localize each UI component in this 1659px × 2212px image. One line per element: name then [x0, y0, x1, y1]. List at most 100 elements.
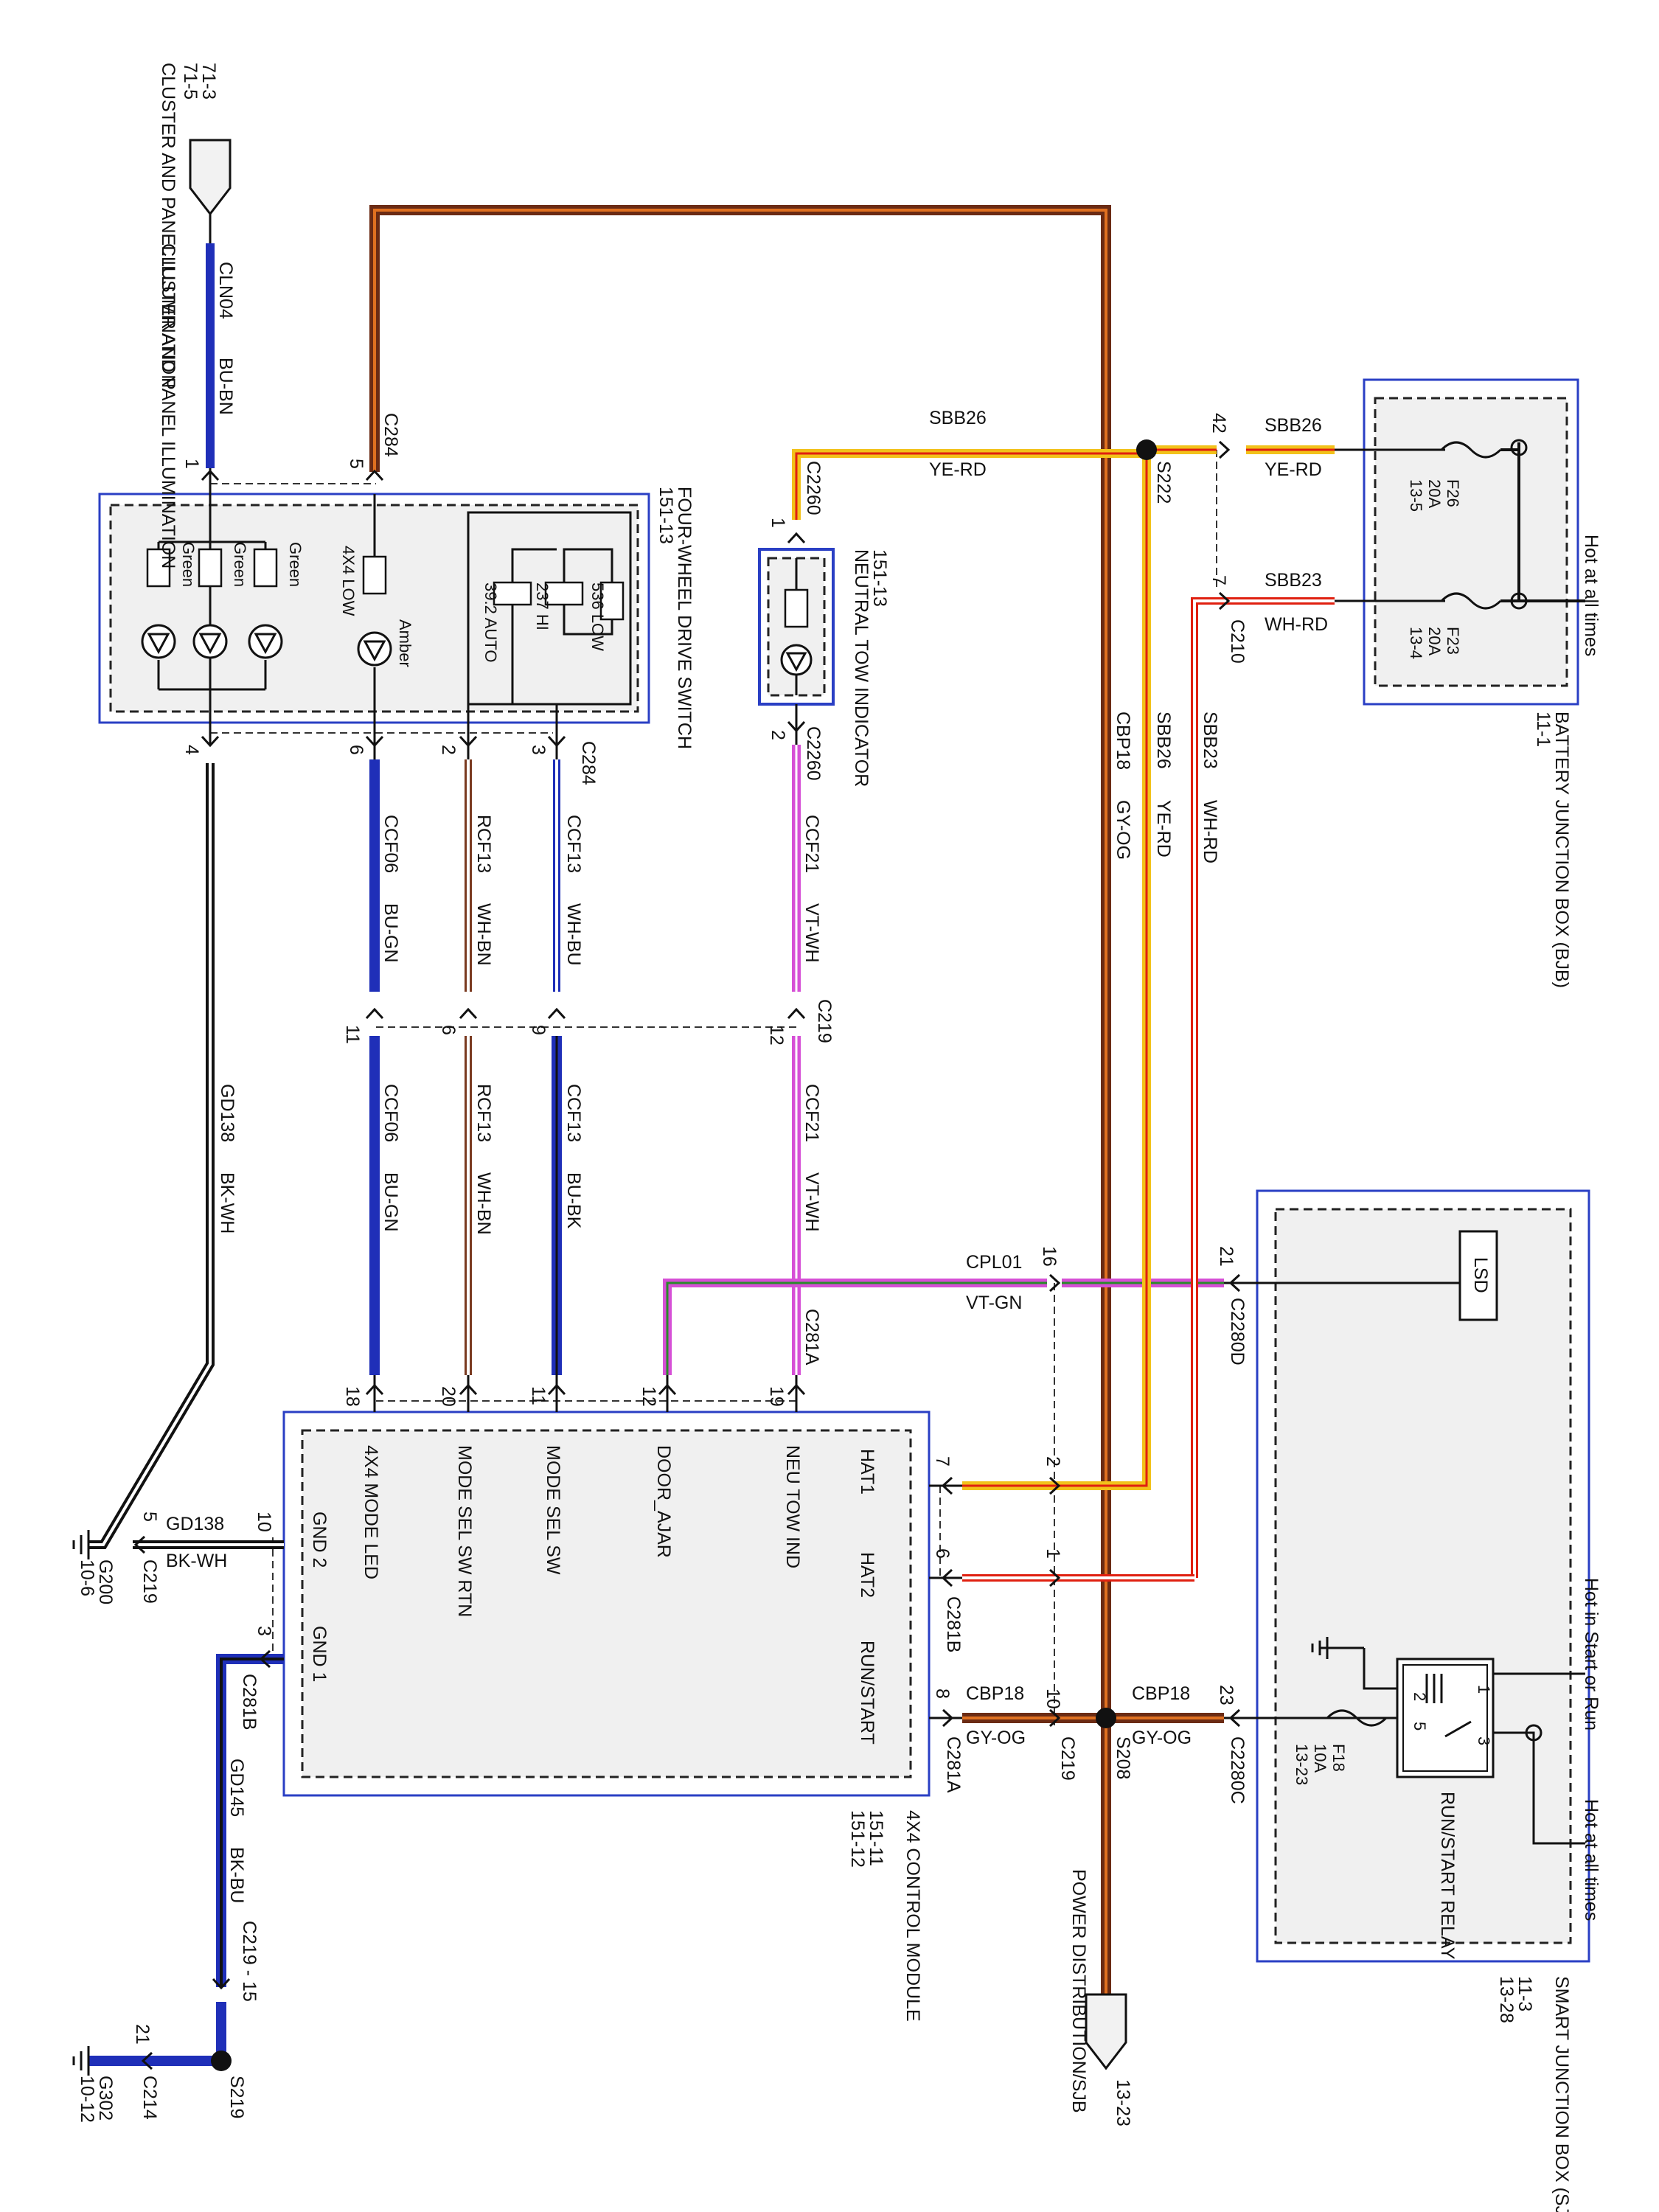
module-pin-neu: NEU TOW IND [782, 1445, 803, 1568]
label-ccf21-b: CCF21 [801, 1084, 822, 1142]
arrow [547, 1008, 566, 1020]
neutral-tow-led [780, 558, 813, 695]
g200-page: 10-6 [77, 1559, 97, 1596]
sjb-inner [1274, 1208, 1572, 1944]
label-sbb26-bjb-color: YE-RD [1265, 459, 1322, 480]
neutral-tow-name: NEUTRAL TOW INDICATOR [851, 549, 872, 787]
module-pin-gnd1: GND 1 [309, 1626, 330, 1682]
pin-run-8: 8 [932, 1688, 953, 1699]
module-pin-door: DOOR_AJAR [653, 1445, 674, 1558]
label-rcf13-b-color: WH-BN [473, 1172, 494, 1235]
label-cln04-color: BU-BN [215, 358, 236, 415]
label-gd138-module-color: BK-WH [166, 1551, 227, 1571]
wire-sbb26 [792, 449, 1151, 1490]
label-c284-bottom: C284 [578, 741, 599, 785]
bottom-ref-title: POWER DISTRIBUTION/SJB [1068, 1869, 1089, 2113]
label-sbb26-bjb: SBB26 [1265, 415, 1322, 436]
top-ref-page-1: 71-3 [198, 63, 219, 100]
module-name: 4X4 CONTROL MODULE [902, 1810, 923, 2022]
fuse-f26-id: F26 [1444, 479, 1462, 507]
label-c219-gnd: C219 [139, 1559, 160, 1604]
module-page-2: 151-12 [847, 1810, 868, 1868]
pin-12: 12 [639, 1386, 659, 1407]
arrow [787, 532, 806, 544]
arrow [365, 1008, 384, 1020]
label-sbb26-vert-color: YE-RD [1153, 800, 1174, 858]
g302-id: G302 [95, 2076, 116, 2121]
led-green-2 [141, 542, 176, 689]
top-ref-title: CLUSTER AND PANEL ILLUMINATION [158, 63, 178, 388]
sjb-page-2: 13-28 [1496, 1976, 1517, 2023]
bjb-page: 11-1 [1533, 712, 1554, 747]
pin-18: 18 [342, 1386, 363, 1407]
label-c2260-bottom: C2260 [803, 726, 824, 781]
splice-s208 [1096, 1708, 1116, 1728]
sjb-lsd: LSD [1470, 1257, 1491, 1293]
sjb-fuse-id: F18 [1329, 1744, 1348, 1772]
sjb-fuse-f18 [1326, 1709, 1388, 1727]
label-ccf06-b: CCF06 [380, 1084, 401, 1142]
pin-1: 1 [181, 459, 202, 469]
module-page-1: 151-11 [866, 1810, 886, 1866]
pin-tow-2: 2 [768, 730, 788, 740]
pin-11: 11 [528, 1386, 549, 1405]
ground-sjb-relay-symbol [1311, 1637, 1364, 1659]
four-wheel-switch-page: 151-13 [655, 487, 676, 544]
pin-hat2-6: 6 [932, 1548, 953, 1559]
pin-23: 23 [1216, 1685, 1237, 1705]
g200-id: G200 [95, 1559, 116, 1604]
led-label-green-3: Green [286, 542, 305, 587]
label-ccf13-b: CCF13 [563, 1084, 584, 1142]
neutral-tow-page: 151-13 [869, 549, 890, 607]
fuse-f23-amp: 20A [1425, 627, 1444, 655]
module-pin-hat1: HAT1 [857, 1449, 877, 1495]
label-gd145: GD145 [226, 1759, 247, 1817]
label-gd145-color: BK-BU [226, 1847, 247, 1903]
pin-5: 5 [346, 459, 366, 469]
label-c284-top: C284 [380, 413, 401, 457]
arrow [459, 1008, 478, 1020]
label-rcf13-a: RCF13 [473, 815, 494, 873]
led-green-1 [192, 548, 228, 659]
label-c281b-right: C281B [943, 1596, 964, 1652]
pin-gnd2-10: 10 [254, 1512, 274, 1532]
label-sbb23-vert-color: WH-RD [1200, 800, 1220, 863]
module-pin-led: 4X4 MODE LED [361, 1445, 381, 1579]
label-cbp18-run: CBP18 [966, 1683, 1024, 1704]
label-c2280d: C2280D [1227, 1298, 1248, 1366]
fuse-f26-page: 13-5 [1407, 479, 1425, 512]
label-rcf13-b: RCF13 [473, 1084, 494, 1142]
label-gd138: GD138 [217, 1084, 237, 1142]
label-237-hi: 237 HI [533, 582, 552, 630]
pin-3: 3 [528, 745, 549, 755]
module-inner [301, 1429, 912, 1778]
label-ccf21-b-color: VT-WH [801, 1172, 822, 1232]
module-pin-gnd2: GND 2 [309, 1512, 330, 1568]
label-ccf21-a: CCF21 [801, 815, 822, 873]
mode-resistors [493, 548, 625, 704]
sjb-fuse-page: 13-23 [1293, 1744, 1311, 1785]
sjb-name: SMART JUNCTION BOX (SJB) [1551, 1976, 1572, 2212]
relay-coil [1425, 1674, 1472, 1738]
label-c219-right: C219 [1057, 1736, 1078, 1781]
label-cbp18-sjb-color: GY-OG [1132, 1728, 1192, 1748]
ground-g302-symbol [72, 2046, 90, 2076]
led-label-green-1: Green [179, 542, 198, 587]
led-amber [357, 555, 392, 667]
label-536-low: 536 LOW [588, 582, 607, 651]
label-sbb26-color: YE-RD [929, 459, 987, 480]
pin-19: 19 [766, 1386, 787, 1407]
pin-7: 7 [1208, 575, 1229, 585]
label-sbb23-vert: SBB23 [1200, 712, 1220, 769]
relay-pin-5: 5 [1411, 1722, 1429, 1731]
fuse-f23-page: 13-4 [1407, 627, 1425, 659]
bjb-inner [1374, 397, 1568, 687]
sjb-fuse-amp: 10A [1311, 1744, 1329, 1773]
pin-c219-9: 9 [528, 1025, 549, 1035]
label-c210: C210 [1227, 619, 1248, 664]
label-c219-upper: C219 [814, 999, 835, 1043]
four-wheel-switch-name: FOUR-WHEEL DRIVE SWITCH [674, 487, 695, 749]
pin-42: 42 [1208, 413, 1229, 434]
module-pin-sw: MODE SEL SW [543, 1445, 563, 1575]
arrow [1218, 440, 1230, 459]
